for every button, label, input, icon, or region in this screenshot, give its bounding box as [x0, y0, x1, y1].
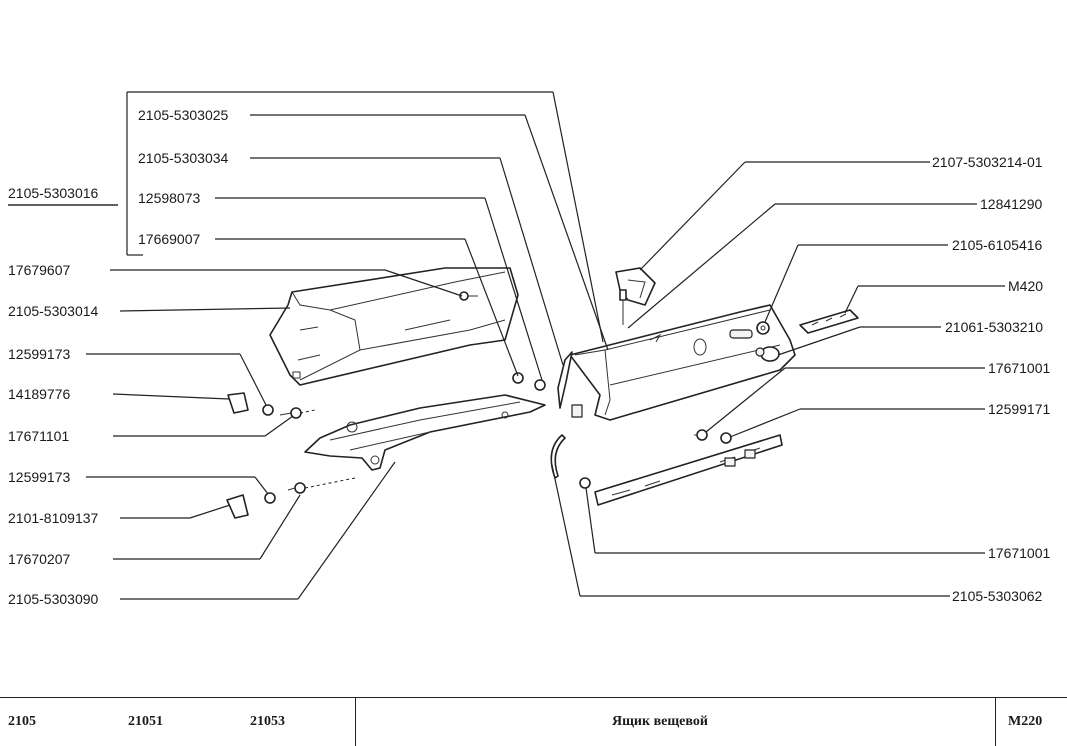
- part-labels: 2105-5303025 2105-5303034 2105-5303016 1…: [8, 107, 1051, 607]
- model-21053: 21053: [250, 714, 285, 729]
- label-2105-5303090: 2105-5303090: [8, 591, 99, 607]
- separator: [355, 698, 356, 746]
- model-2105: 2105: [8, 714, 36, 729]
- label-17670207: 17670207: [8, 551, 71, 567]
- lid-seal: [557, 351, 583, 418]
- label-17671001-a: 17671001: [988, 360, 1051, 376]
- glove-box-body: [269, 267, 519, 386]
- label-2105-6105416: 2105-6105416: [952, 237, 1043, 253]
- lock-knob: [755, 346, 780, 362]
- group-bracket: [8, 91, 553, 256]
- glove-box-lid: [569, 304, 796, 421]
- trim-strip: [799, 309, 859, 334]
- label-2107-5303214-01: 2107-5303214-01: [932, 154, 1043, 170]
- separator: [995, 698, 996, 746]
- label-12599173-a: 12599173: [8, 346, 71, 362]
- lock-bracket: [615, 267, 656, 325]
- label-12599173-b: 12599173: [8, 469, 71, 485]
- label-12841290: 12841290: [980, 196, 1043, 212]
- label-M420: M420: [1008, 278, 1043, 294]
- label-2101-8109137: 2101-8109137: [8, 510, 99, 526]
- page-title: Ящик вещевой: [612, 714, 708, 729]
- leader-lines: [86, 91, 1005, 600]
- label-17679607: 17679607: [8, 262, 71, 278]
- label-17671001-b: 17671001: [988, 545, 1051, 561]
- label-2105-5303034: 2105-5303034: [138, 150, 229, 166]
- page-code: M220: [1008, 714, 1043, 729]
- label-21061-5303210: 21061-5303210: [945, 319, 1043, 335]
- label-2105-5303062: 2105-5303062: [952, 588, 1043, 604]
- hinge-plate: [304, 394, 546, 471]
- label-17669007: 17669007: [138, 231, 201, 247]
- exploded-parts-diagram: 2105-5303025 2105-5303034 2105-5303016 1…: [8, 91, 1051, 607]
- label-17671101: 17671101: [8, 428, 69, 444]
- label-14189776: 14189776: [8, 386, 71, 402]
- label-2105-5303025: 2105-5303025: [138, 107, 229, 123]
- spring-clip: [550, 434, 566, 479]
- lock-cylinder: [756, 321, 770, 335]
- model-21051: 21051: [128, 714, 163, 729]
- label-2105-5303016: 2105-5303016: [8, 185, 99, 201]
- label-2105-5303014: 2105-5303014: [8, 303, 99, 319]
- label-12599171: 12599171: [988, 401, 1051, 417]
- title-block: 2105 21051 21053 Ящик вещевой M220: [0, 697, 1067, 746]
- fasteners: [226, 291, 732, 519]
- label-12598073: 12598073: [138, 190, 201, 206]
- hinge-bar: [594, 434, 783, 506]
